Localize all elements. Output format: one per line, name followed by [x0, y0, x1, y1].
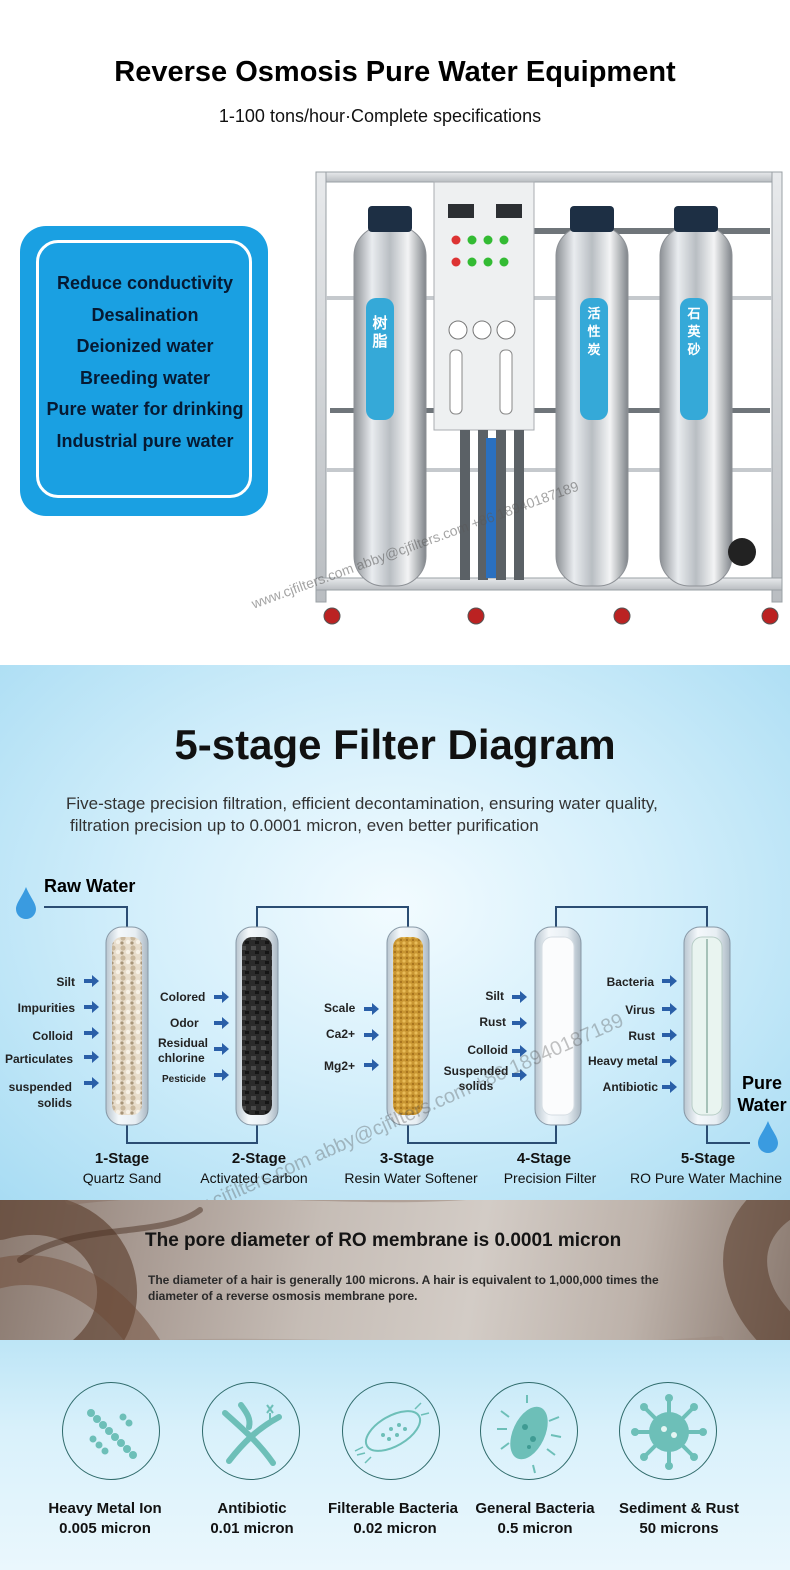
- contaminant-label: Particulates: [4, 1052, 73, 1066]
- feature-item: Desalination: [91, 304, 199, 325]
- general-bacteria-icon: [480, 1382, 578, 1480]
- particle-size: 0.005 micron: [59, 1520, 151, 1537]
- stage-desc: Resin Water Softener: [344, 1170, 478, 1186]
- contaminant-label: Suspended solids: [443, 1064, 509, 1093]
- tank-label: 石英砂: [686, 307, 701, 358]
- filter-diagram-section: 5-stage Filter Diagram Five-stage precis…: [0, 665, 790, 1200]
- contaminant-label: Colloid: [467, 1043, 508, 1057]
- feature-item: Reduce conductivity: [56, 273, 234, 293]
- particle-size-section: Heavy Metal Ion 0.005 micron Antibiotic …: [0, 1340, 790, 1570]
- contaminant-label: Heavy metal: [587, 1054, 658, 1068]
- particle-name: Sediment & Rust: [618, 1500, 739, 1517]
- stage-desc: Precision Filter: [503, 1170, 597, 1186]
- stage-name: 2-Stage: [231, 1150, 287, 1167]
- pore-text: The diameter of a hair is generally 100 …: [148, 1273, 659, 1303]
- pore-title: The pore diameter of RO membrane is 0.00…: [145, 1230, 622, 1251]
- feature-list: Reduce conductivity Desalination Deioniz…: [20, 268, 270, 457]
- tank-label: 树脂: [372, 314, 387, 350]
- page-subtitle: 1-100 tons/hour·Complete specifications: [218, 106, 542, 126]
- tank-label: 活性炭: [587, 306, 600, 358]
- contaminant-label: Residual chlorine: [158, 1036, 209, 1065]
- particle-name: Antibiotic: [217, 1500, 287, 1517]
- feature-card: Reduce conductivity Desalination Deioniz…: [20, 226, 268, 516]
- filterable-bacteria-icon: [342, 1382, 440, 1480]
- heavy-metal-ion-icon: [62, 1382, 160, 1480]
- stage-name: 5-Stage: [680, 1150, 736, 1167]
- contaminant-label: Virus: [625, 1003, 655, 1017]
- contaminant-label: Pesticide: [162, 1074, 206, 1085]
- particle-name: Heavy Metal Ion: [48, 1500, 162, 1517]
- contaminant-label: Colloid: [32, 1029, 73, 1043]
- pure-water-drop-icon: [758, 1121, 778, 1153]
- particle-size: 50 microns: [639, 1520, 719, 1537]
- contaminant-label: Bacteria: [606, 975, 654, 989]
- contaminant-label: Ca2+: [326, 1027, 356, 1041]
- filter-column-5: [683, 926, 731, 1126]
- feature-item: Deionized water: [76, 336, 214, 356]
- contaminant-label: Silt: [56, 975, 75, 989]
- contaminant-label: Impurities: [17, 1001, 75, 1015]
- stage-name: 3-Stage: [379, 1150, 435, 1167]
- stage-name: 4-Stage: [516, 1150, 572, 1167]
- feature-card-border: [36, 240, 252, 498]
- diagram-subtitle: Five-stage precision filtration, efficie…: [66, 793, 766, 837]
- ro-machine-illustration: 树脂 活性炭 石英砂: [315, 171, 783, 625]
- diagram-subtitle-line: filtration precision up to 0.0001 micron…: [70, 816, 539, 835]
- contaminant-label: Odor: [170, 1016, 199, 1030]
- contaminant-label: Scale: [324, 1001, 356, 1015]
- stage-name: 1-Stage: [94, 1150, 150, 1167]
- filter-column-3: [386, 926, 430, 1126]
- pore-diameter-section: The pore diameter of RO membrane is 0.00…: [0, 1200, 790, 1340]
- contaminant-label: Mg2+: [324, 1059, 356, 1073]
- particle-name: General Bacteria: [475, 1500, 595, 1517]
- particle-size: 0.5 micron: [497, 1520, 573, 1537]
- pure-water-label: Pure Water: [737, 1073, 787, 1115]
- sediment-rust-icon: [619, 1382, 717, 1480]
- raw-water-label: Raw Water: [44, 876, 136, 896]
- diagram-title: 5-stage Filter Diagram: [174, 721, 616, 768]
- page-title: Reverse Osmosis Pure Water Equipment: [114, 56, 676, 88]
- particle-size: 0.01 micron: [210, 1520, 294, 1537]
- feature-item: Industrial pure water: [56, 430, 234, 451]
- contaminant-label: Rust: [479, 1015, 506, 1029]
- raw-water-drop-icon: [16, 887, 36, 919]
- filter-flow-diagram: [16, 887, 778, 1153]
- contaminant-label: Silt: [485, 989, 504, 1003]
- filter-column-2: [235, 926, 279, 1126]
- hair-background-image: [0, 1200, 790, 1340]
- stage-desc: RO Pure Water Machine: [630, 1170, 782, 1186]
- particle-size: 0.02 micron: [353, 1520, 437, 1537]
- feature-item: Breeding water: [79, 367, 211, 388]
- filter-column-1: [105, 926, 149, 1126]
- stage-desc: Activated Carbon: [200, 1170, 308, 1186]
- particle-name: Filterable Bacteria: [327, 1500, 459, 1517]
- antibiotic-icon: [202, 1382, 300, 1480]
- contaminant-label: Rust: [628, 1029, 655, 1043]
- contaminant-label: Colored: [160, 990, 206, 1004]
- stage-desc: Quartz Sand: [82, 1170, 162, 1186]
- contaminant-label: Antibiotic: [602, 1080, 658, 1094]
- feature-item: Pure water for drinking: [46, 399, 244, 419]
- filter-column-4: [534, 926, 582, 1126]
- contaminant-label: suspended solids: [8, 1080, 72, 1110]
- diagram-subtitle-line: Five-stage precision filtration, efficie…: [66, 794, 658, 813]
- equipment-hero-section: Reverse Osmosis Pure Water Equipment 1-1…: [0, 0, 790, 665]
